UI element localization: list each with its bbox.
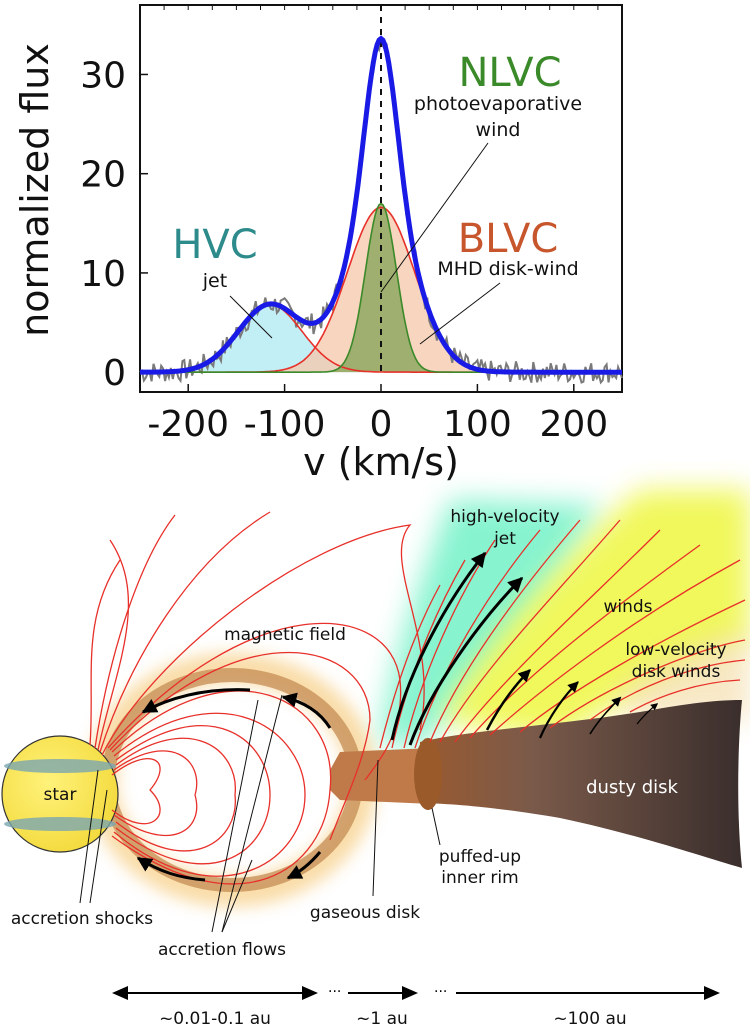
puffed-up-label-line2: inner rim <box>441 868 518 888</box>
wind-glow <box>440 490 750 740</box>
x-tick-label: -100 <box>244 404 326 445</box>
jet-wind-arrows <box>390 551 659 746</box>
hvc-label: HVC <box>172 222 257 268</box>
disk-diagram: star magnetic field accretion shocks acc… <box>1 490 750 1029</box>
x-axis-label: v (km/s) <box>303 440 459 484</box>
svg-text:···: ··· <box>328 984 341 1000</box>
jet-label-line1: high-velocity <box>450 507 559 527</box>
nlvc-caption-line1: photoevaporative <box>414 93 582 115</box>
x-tick-label: 200 <box>539 404 608 445</box>
gaseous-disk <box>330 748 432 804</box>
puffed-up-label-line1: puffed-up <box>439 847 521 867</box>
total-fit-line <box>140 35 622 375</box>
nlvc-caption-line2: wind <box>476 119 521 141</box>
svg-text:···: ··· <box>434 984 447 1000</box>
component-fill-nlvc <box>140 203 622 373</box>
blvc-pointer <box>419 282 501 345</box>
star-label: star <box>44 785 77 805</box>
jet-label-line2: jet <box>493 529 516 549</box>
magnetic-field-lines <box>89 511 746 885</box>
outer-wind-glow <box>610 630 750 720</box>
magnetic-field-label: magnetic field <box>224 625 346 645</box>
line-profile-chart: -200 -100 0 100 200 0 10 20 30 HVC jet NLVC phot… <box>13 4 623 484</box>
accretion-flows-label: accretion flows <box>158 940 286 960</box>
scale-label-1: ~0.01-0.1 au <box>159 1009 271 1029</box>
x-tick-label: 0 <box>370 404 393 445</box>
low-velocity-label-line2: disk winds <box>632 662 721 682</box>
scale-bar-3: ··· ~100 au <box>434 984 720 1029</box>
dusty-disk <box>420 700 742 868</box>
accretion-shocks-label: accretion shocks <box>11 909 153 929</box>
x-tick-label: -200 <box>147 404 229 445</box>
scale-label-3: ~100 au <box>553 1009 626 1029</box>
star-band-lower <box>4 817 116 831</box>
puffed-up-inner-rim <box>414 738 442 810</box>
scale-bar-2: ··· ~1 au <box>328 984 418 1029</box>
blvc-label: BLVC <box>458 216 559 262</box>
annotation-pointers <box>79 694 441 933</box>
y-tick-label: 0 <box>103 353 126 394</box>
nlvc-label: NLVC <box>458 50 561 96</box>
gaseous-disk-label: gaseous disk <box>310 903 420 923</box>
hvc-pointer <box>229 295 273 339</box>
low-velocity-label-line1: low-velocity <box>625 640 726 660</box>
accretion-flow-arrows <box>136 688 332 882</box>
dusty-disk-label: dusty disk <box>586 777 678 798</box>
hvc-caption: jet <box>202 270 227 292</box>
nlvc-pointer <box>380 142 489 293</box>
y-axis-label: normalized flux <box>13 43 57 337</box>
component-fill-hvc <box>140 304 622 373</box>
x-tick-label: 100 <box>443 404 512 445</box>
y-tick-label: 10 <box>80 254 126 295</box>
scale-bar-1: ~0.01-0.1 au <box>112 986 318 1029</box>
winds-label: winds <box>603 597 652 617</box>
y-tick-label: 30 <box>80 55 126 96</box>
y-tick-label: 20 <box>80 155 126 196</box>
scale-label-2: ~1 au <box>356 1009 408 1029</box>
blvc-caption: MHD disk-wind <box>437 258 578 280</box>
star-band-upper <box>4 759 116 773</box>
